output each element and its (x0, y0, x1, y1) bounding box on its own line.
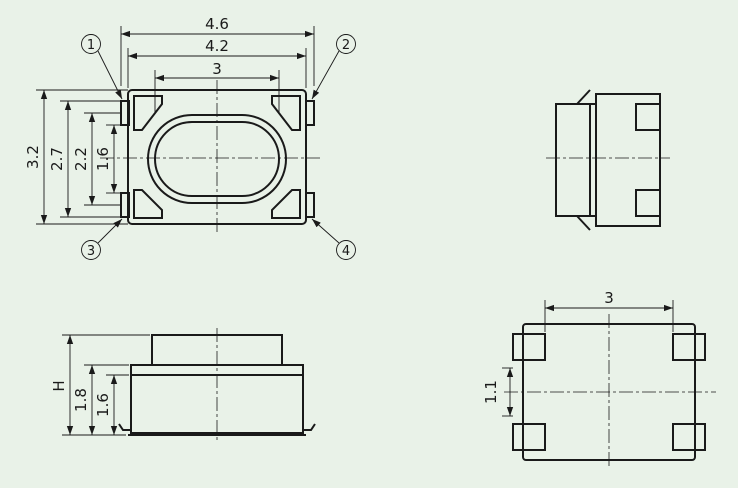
dim-front-base-height: 1.6 (94, 393, 112, 417)
pin-2 (305, 100, 315, 126)
side-view-pin-bottom (635, 189, 661, 217)
dim-front-body-height: 1.8 (72, 388, 90, 412)
callout-1-label: 1 (87, 38, 95, 53)
bottom-view: 3 1.1 (482, 289, 716, 468)
dim-overall-height: 3.2 (24, 145, 42, 169)
top-view: 4.6 4.2 3 3.2 2.7 2.2 1.6 (24, 15, 356, 260)
callout-3: 3 (81, 218, 123, 260)
bottom-pad-tr (672, 333, 706, 361)
dim-bottom-pad-span: 3 (604, 289, 614, 307)
corner-pad-tr (271, 95, 301, 131)
corner-pad-bl (133, 189, 163, 219)
side-view-actuator (555, 103, 596, 217)
dim-overall-width: 4.6 (205, 15, 229, 33)
callout-4: 4 (311, 218, 356, 260)
callout-4-label: 4 (342, 244, 350, 259)
dim-total-height: H (50, 380, 68, 391)
side-view-pin-top (635, 103, 661, 131)
bottom-pad-br (672, 423, 706, 451)
dim-inner-height: 2.2 (72, 147, 90, 171)
callout-3-label: 3 (87, 244, 95, 259)
dim-actuator-height: 1.6 (94, 147, 112, 171)
corner-pad-tl (133, 95, 163, 131)
dim-pad-span: 3 (212, 60, 222, 78)
side-view (546, 89, 670, 231)
callout-2: 2 (311, 34, 356, 100)
callout-2-label: 2 (342, 38, 350, 53)
corner-pad-br (271, 189, 301, 219)
bottom-pad-bl (512, 423, 546, 451)
front-view-lead-right (303, 423, 316, 431)
side-view-body (595, 93, 661, 227)
dim-bottom-pad-gap: 1.1 (482, 380, 500, 404)
callout-1: 1 (81, 34, 123, 100)
bottom-pad-tl (512, 333, 546, 361)
dim-body-width: 4.2 (205, 37, 229, 55)
front-view: H 1.8 1.6 (50, 328, 316, 440)
pin-4 (305, 192, 315, 218)
front-view-lead-left (118, 423, 131, 431)
dim-body-height: 2.7 (48, 147, 66, 171)
